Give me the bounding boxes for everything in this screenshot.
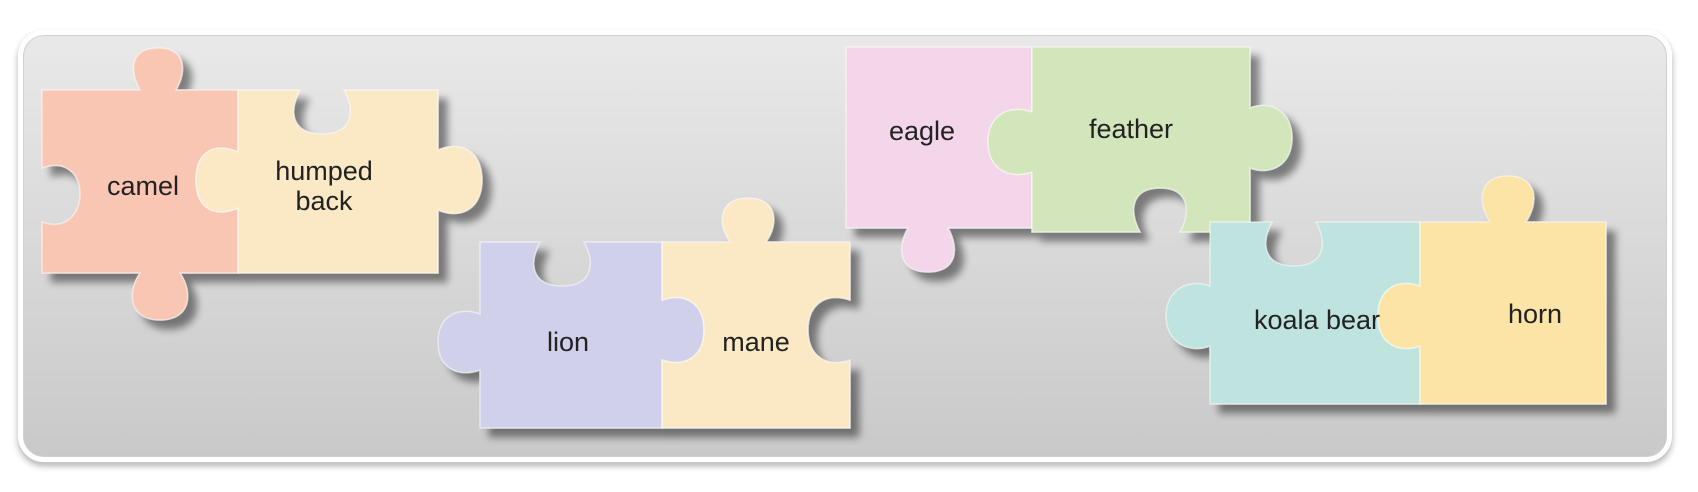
label-humped-back-line1: humped bbox=[275, 156, 373, 186]
label-camel: camel bbox=[106, 171, 180, 201]
label-feather: feather bbox=[1088, 114, 1174, 144]
label-lion: lion bbox=[546, 327, 590, 357]
pair-lion-mane bbox=[437, 197, 851, 429]
label-humped-back: humped back bbox=[275, 156, 373, 216]
piece-humped-back bbox=[195, 89, 483, 274]
label-horn: horn bbox=[1507, 299, 1563, 329]
piece-mane bbox=[661, 197, 851, 429]
label-mane: mane bbox=[722, 327, 790, 357]
pair-eagle-feather bbox=[845, 46, 1293, 273]
pair-koala-bear-horn bbox=[1165, 175, 1607, 405]
piece-horn bbox=[1377, 175, 1607, 405]
piece-camel bbox=[41, 47, 239, 321]
label-eagle: eagle bbox=[888, 116, 956, 146]
label-humped-back-line2: back bbox=[295, 186, 353, 216]
pair-camel-humped-back bbox=[41, 47, 483, 321]
label-koala-bear: koala bear bbox=[1253, 305, 1381, 335]
piece-feather bbox=[987, 46, 1293, 233]
